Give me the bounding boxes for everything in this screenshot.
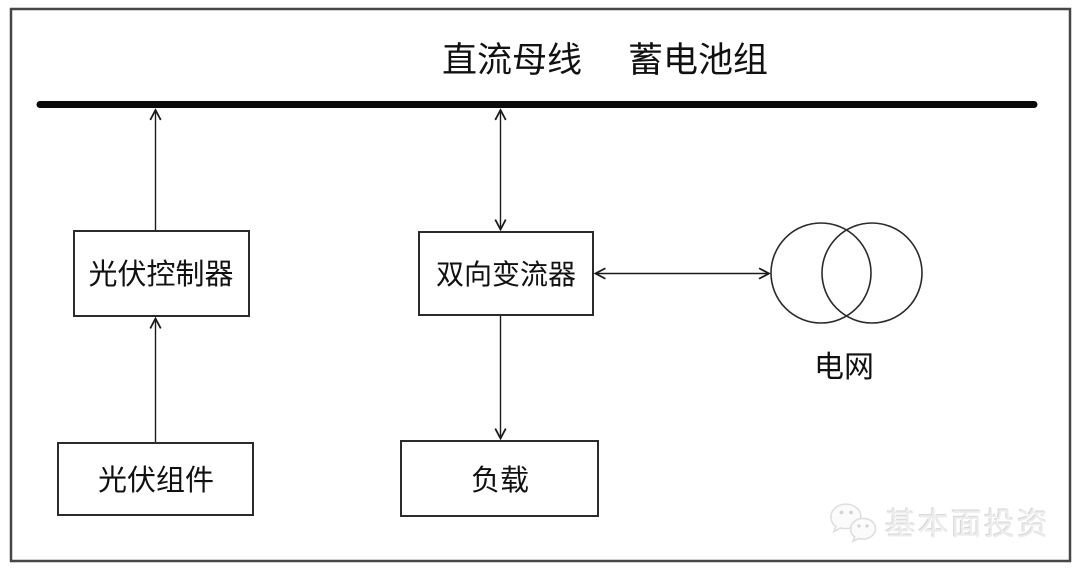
dc-bus-label: 直流母线: [442, 41, 582, 80]
bidirectional-converter-box: [418, 231, 594, 316]
battery-pack-label: 蓄电池组: [628, 41, 768, 80]
load-label: 负载: [471, 464, 529, 497]
transformer-circle-left: [770, 222, 872, 324]
bidirectional-converter-label: 双向变流器: [436, 259, 576, 291]
transformer-symbol: [770, 222, 923, 324]
grid-label: 电网: [814, 351, 874, 384]
pv-module-label: 光伏组件: [98, 464, 214, 497]
pv-controller-label: 光伏控制器: [88, 258, 233, 291]
load-box: [400, 440, 599, 517]
transformer-circle-right: [821, 222, 923, 324]
watermark: 基本面投资: [828, 499, 1050, 544]
pv-controller-box: [73, 230, 250, 317]
pv-module-box: [57, 442, 254, 516]
wechat-icon: [830, 502, 877, 543]
watermark-text: 基本面投资: [885, 507, 1050, 542]
